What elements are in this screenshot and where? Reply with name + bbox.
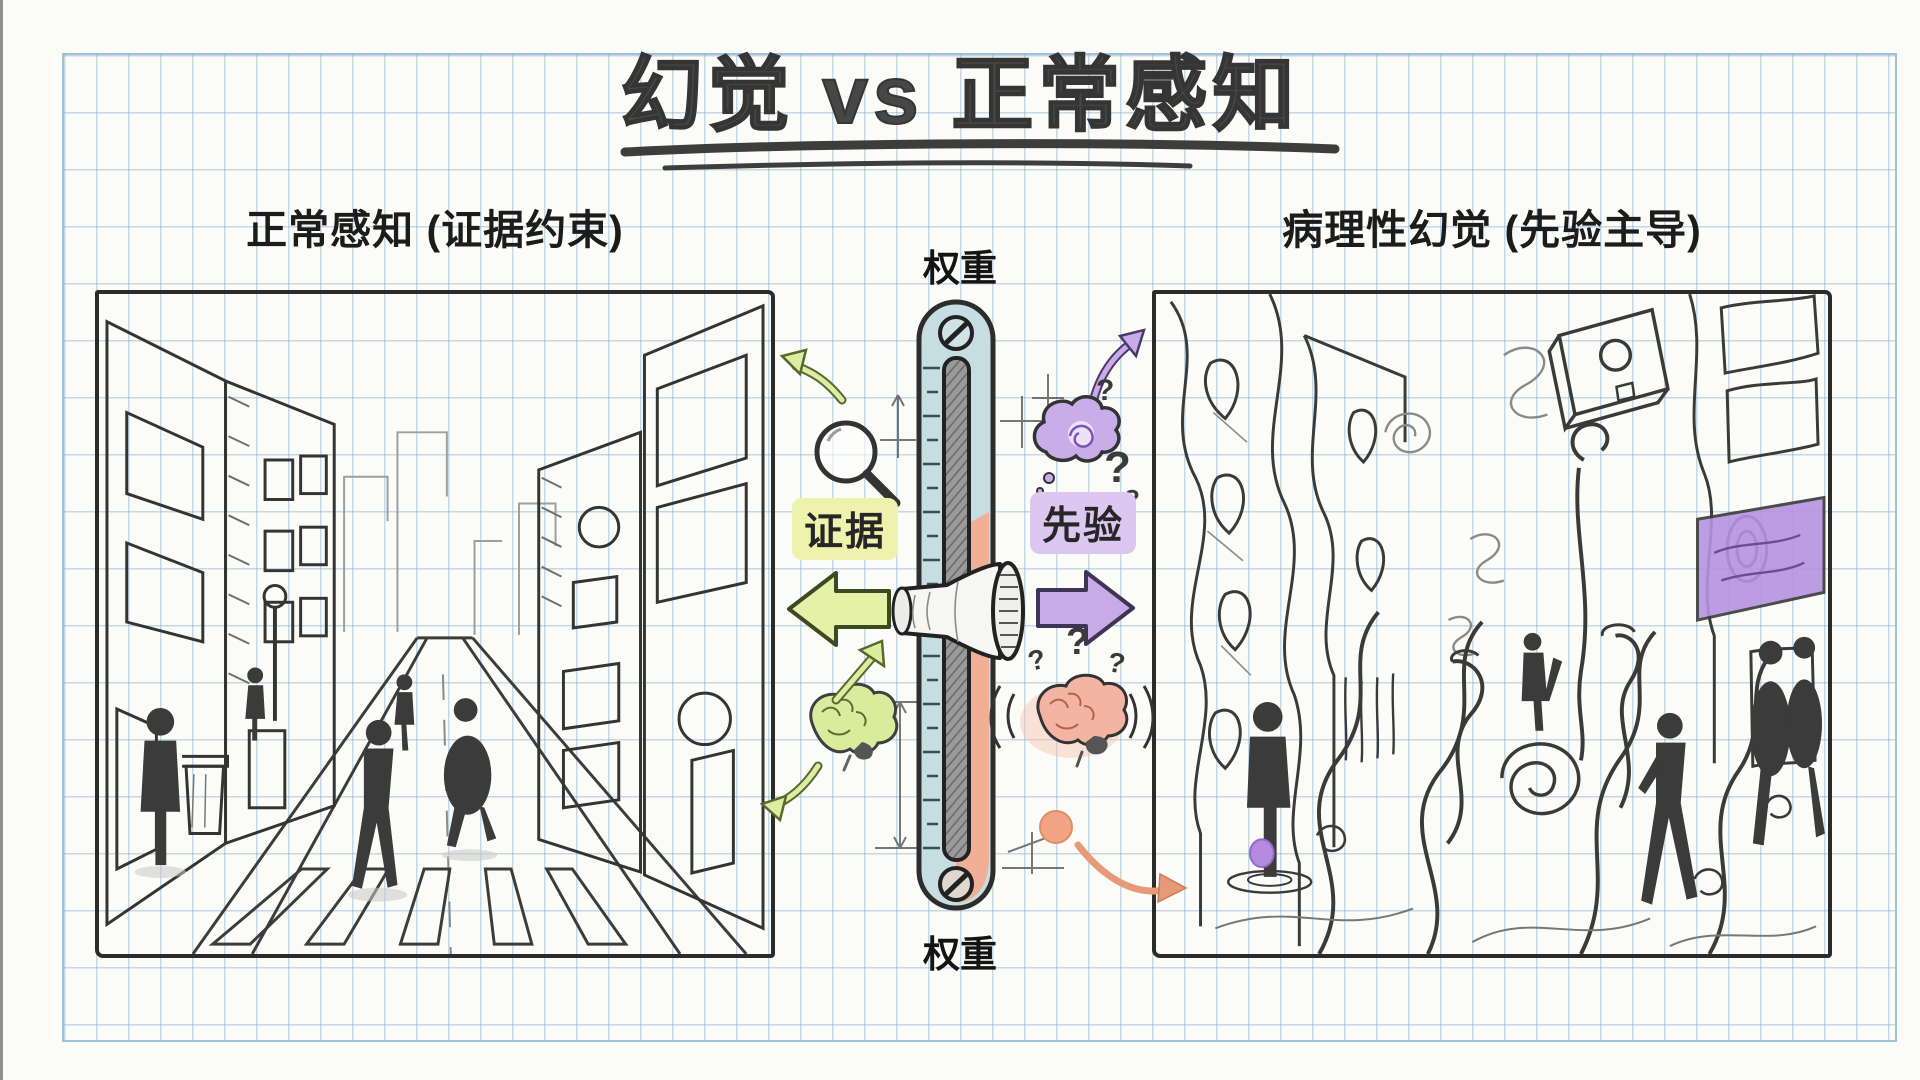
slider-top-label: 权重 — [923, 248, 997, 289]
slider-bottom-label: 权重 — [923, 934, 997, 975]
crosswalk — [208, 867, 629, 946]
trash-can — [182, 754, 229, 835]
floating-cube — [1547, 307, 1670, 433]
melting-poles — [1445, 422, 1641, 845]
right-buildings — [537, 303, 765, 931]
wavy-left-building — [1169, 294, 1303, 947]
normal-street-sketch — [105, 303, 765, 954]
paper-edge — [0, 0, 3, 1080]
purple-dot-icon — [1248, 838, 1275, 869]
sky-swirls — [1384, 346, 1548, 657]
pedestrians — [140, 667, 497, 889]
page-title: 幻觉 vs 正常感知 — [620, 49, 1300, 142]
hallucination-figures — [1246, 632, 1825, 905]
normal-perception-panel — [95, 290, 775, 958]
swirling-street — [1215, 610, 1817, 954]
warped-street-sketch — [1169, 294, 1826, 954]
background-skyline — [343, 431, 557, 635]
lamppost — [262, 583, 288, 721]
prior-label: 先验 — [1030, 492, 1137, 554]
right-panel-title: 病理性幻觉 (先验主导) — [1282, 207, 1702, 253]
title-underline — [620, 139, 1340, 171]
hallucination-panel — [1152, 290, 1832, 958]
left-panel-title: 正常感知 (证据约束) — [246, 207, 624, 253]
street-perspective — [191, 636, 748, 954]
wavy-building-two — [1302, 334, 1407, 848]
people-shadows — [134, 849, 498, 902]
evidence-label: 证据 — [792, 498, 899, 560]
purple-sign — [1696, 495, 1826, 622]
